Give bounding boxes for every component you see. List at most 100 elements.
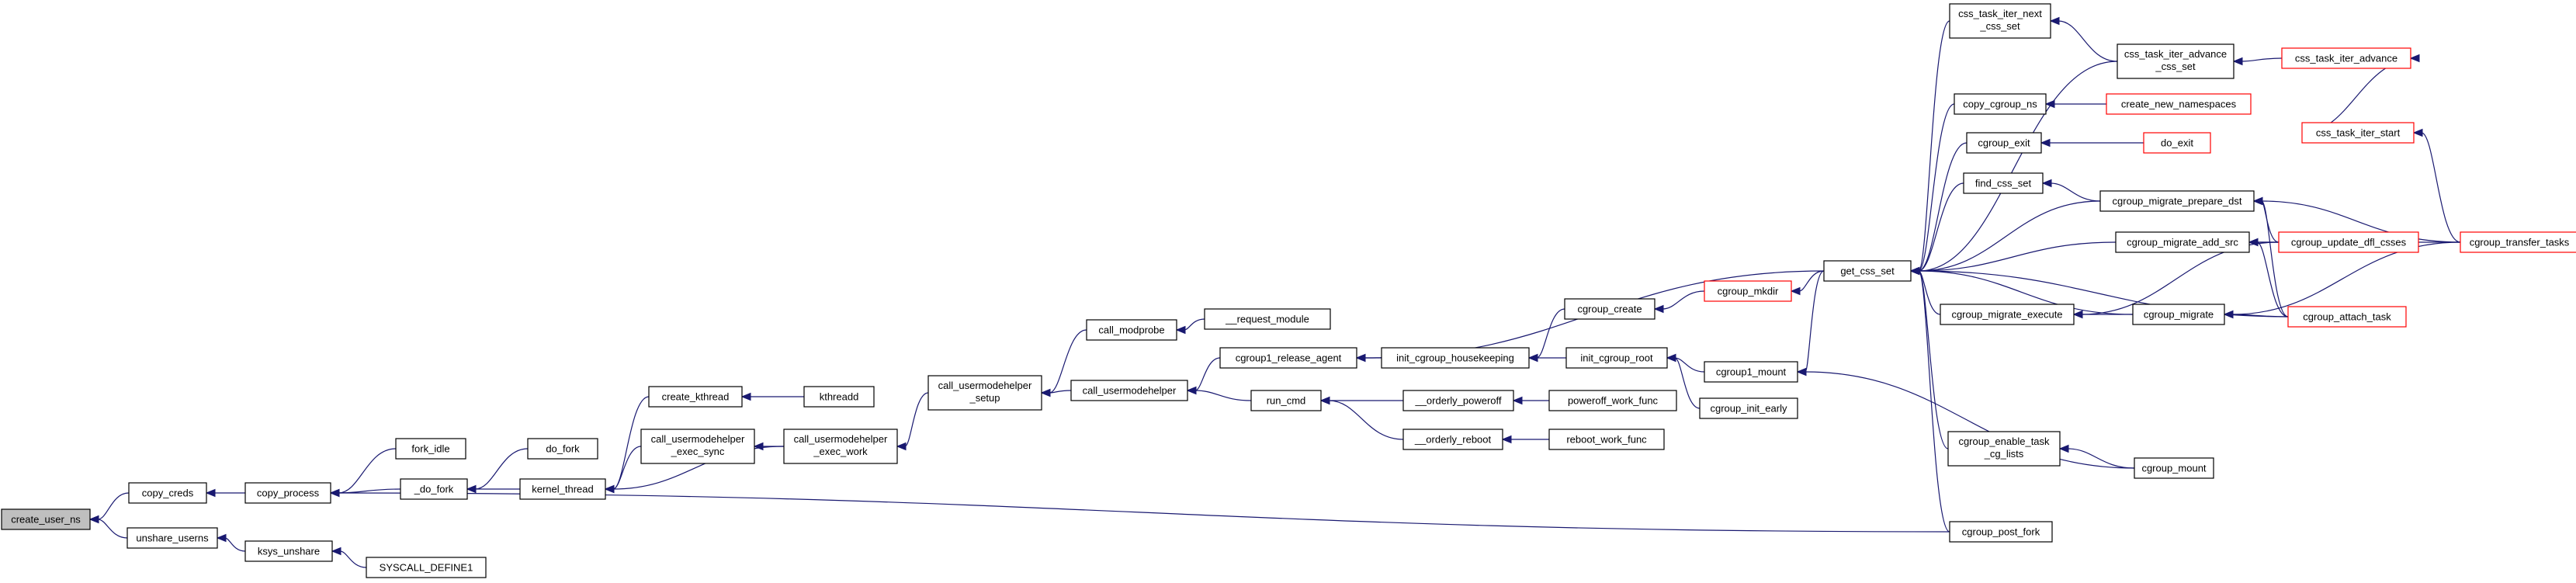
- node-box: [1954, 93, 2047, 115]
- node-cexit[interactable]: cgroup_exit: [1966, 132, 2042, 154]
- node-box: [1070, 380, 1188, 401]
- node-box: [2117, 43, 2234, 79]
- edge-cmount-to-cetl: [2058, 444, 2135, 469]
- node-sysd[interactable]: SYSCALL_DEFINE1: [366, 557, 487, 578]
- edge-cetl-to-gcss: [1909, 266, 1949, 449]
- node-crel[interactable]: cgroup1_release_agent: [1219, 347, 1357, 369]
- node-label: do_fork: [546, 443, 580, 455]
- node-runcmd[interactable]: run_cmd: [1250, 390, 1322, 411]
- node-cuesetup[interactable]: call_usermodehelper_setup: [927, 375, 1042, 411]
- node-box: [1949, 521, 2053, 543]
- node-label: kernel_thread: [532, 484, 594, 495]
- node-label: cgroup_migrate_add_src: [2127, 237, 2238, 248]
- node-label: css_task_iter_next: [1958, 8, 2042, 19]
- node-fidle[interactable]: fork_idle: [395, 438, 466, 460]
- node-catt[interactable]: cgroup_attach_task: [2287, 306, 2407, 328]
- node-cnewns[interactable]: create_new_namespaces: [2106, 93, 2252, 115]
- node-udfl[interactable]: cgroup_update_dfl_csses: [2278, 231, 2419, 253]
- edge-gcss-to-c1mount: [1796, 270, 1825, 377]
- node-cmount[interactable]: cgroup_mount: [2134, 457, 2214, 479]
- node-pwf[interactable]: poweroff_work_func: [1548, 390, 1677, 411]
- node-prep[interactable]: cgroup_migrate_prepare_dst: [2099, 190, 2255, 212]
- node-ihk[interactable]: init_cgroup_housekeeping: [1381, 347, 1530, 369]
- node-cuework[interactable]: call_usermodehelper_exec_work: [783, 429, 898, 464]
- edge-ctt-to-cmig: [2223, 241, 2461, 319]
- node-kthr[interactable]: kernel_thread: [519, 478, 606, 500]
- node-addsrc[interactable]: cgroup_migrate_add_src: [2115, 231, 2250, 253]
- node-tadvcss[interactable]: css_task_iter_advance_css_set: [2117, 43, 2234, 79]
- edge-udfl-to-prep: [2252, 196, 2280, 243]
- node-box: [2460, 231, 2576, 253]
- node-box: [366, 557, 487, 578]
- node-unsh[interactable]: unshare_userns: [127, 527, 218, 549]
- node-kthrd[interactable]: kthreadd: [803, 386, 875, 408]
- edge-tadv-to-tadvcss: [2232, 57, 2283, 66]
- node-reqmod[interactable]: __request_module: [1204, 308, 1331, 330]
- node-ksys[interactable]: ksys_unshare: [244, 540, 333, 562]
- node-label: find_css_set: [1975, 178, 2032, 189]
- edge-kthr-to-dofork: [466, 484, 520, 494]
- node-ccreds[interactable]: copy_creds: [128, 482, 207, 504]
- node-dfork[interactable]: do_fork: [527, 438, 598, 460]
- node-box: [2132, 304, 2225, 325]
- edge-ksys-to-unsh: [216, 533, 246, 552]
- node-cmig[interactable]: cgroup_migrate: [2132, 304, 2225, 325]
- node-label: __orderly_reboot: [1414, 434, 1492, 446]
- node-rwf[interactable]: reboot_work_func: [1548, 429, 1665, 450]
- node-mkdir[interactable]: cgroup_mkdir: [1704, 280, 1792, 302]
- node-box: [244, 482, 331, 504]
- node-box: [127, 527, 218, 549]
- node-box: [2134, 457, 2214, 479]
- node-fcss[interactable]: find_css_set: [1963, 172, 2044, 194]
- node-ccns[interactable]: copy_cgroup_ns: [1954, 93, 2047, 115]
- edge-doexit-to-cexit: [2040, 138, 2144, 147]
- node-box: [1402, 429, 1503, 450]
- node-label: fork_idle: [411, 443, 449, 455]
- node-box: [927, 375, 1042, 411]
- edge-tadvcss-to-tnext: [2049, 16, 2118, 62]
- node-box: [640, 429, 755, 464]
- node-label: cgroup_migrate: [2144, 309, 2214, 321]
- node-doexit[interactable]: do_exit: [2143, 132, 2211, 154]
- node-label: cgroup_init_early: [1710, 403, 1787, 415]
- node-oreb[interactable]: __orderly_reboot: [1402, 429, 1503, 450]
- node-label: cgroup_transfer_tasks: [2470, 237, 2570, 248]
- edge-cexit-to-gcss: [1909, 142, 1968, 276]
- edge-cuework-to-cuesync: [753, 442, 784, 451]
- node-cuh[interactable]: call_usermodehelper: [1070, 380, 1188, 401]
- node-label: css_task_iter_advance: [2295, 53, 2397, 64]
- node-root: create_user_ns: [1, 508, 91, 530]
- node-mexec[interactable]: cgroup_migrate_execute: [1940, 304, 2075, 325]
- node-gcss[interactable]: get_css_set: [1823, 260, 1912, 282]
- node-cpf[interactable]: cgroup_post_fork: [1949, 521, 2053, 543]
- node-opoff[interactable]: __orderly_poweroff: [1402, 390, 1514, 411]
- node-box: [527, 438, 598, 460]
- node-cproc[interactable]: copy_process: [244, 482, 331, 504]
- node-tadv[interactable]: css_task_iter_advance: [2281, 47, 2411, 69]
- node-cuesync[interactable]: call_usermodehelper_exec_sync: [640, 429, 755, 464]
- node-ckthr[interactable]: create_kthread: [648, 386, 743, 408]
- node-label: cgroup_attach_task: [2303, 311, 2391, 323]
- edge-cuesync-to-kthr: [604, 446, 642, 494]
- node-tnext[interactable]: css_task_iter_next_css_set: [1949, 3, 2051, 39]
- node-ctt[interactable]: cgroup_transfer_tasks: [2460, 231, 2576, 253]
- edge-cuework-to-kthr: [604, 446, 785, 494]
- node-tstart[interactable]: css_task_iter_start: [2301, 122, 2415, 144]
- node-box: [2278, 231, 2419, 253]
- node-box: [128, 482, 207, 504]
- node-box: [1940, 304, 2075, 325]
- node-label: ksys_unshare: [258, 546, 320, 557]
- node-cinit[interactable]: cgroup_init_early: [1699, 397, 1798, 419]
- node-cmodp[interactable]: call_modprobe: [1086, 319, 1177, 341]
- node-iroot[interactable]: init_cgroup_root: [1565, 347, 1668, 369]
- node-box: [1204, 308, 1331, 330]
- node-cetl[interactable]: cgroup_enable_task_cg_lists: [1947, 431, 2061, 467]
- edge-rwf-to-oreb: [1501, 435, 1550, 444]
- node-label: cgroup_migrate_prepare_dst: [2113, 196, 2242, 207]
- node-label: copy_cgroup_ns: [1963, 99, 2037, 110]
- node-ccreate[interactable]: cgroup_create: [1564, 298, 1656, 320]
- node-c1mount[interactable]: cgroup1_mount: [1704, 361, 1798, 383]
- node-box: [1086, 319, 1177, 341]
- node-dofork[interactable]: _do_fork: [400, 478, 468, 500]
